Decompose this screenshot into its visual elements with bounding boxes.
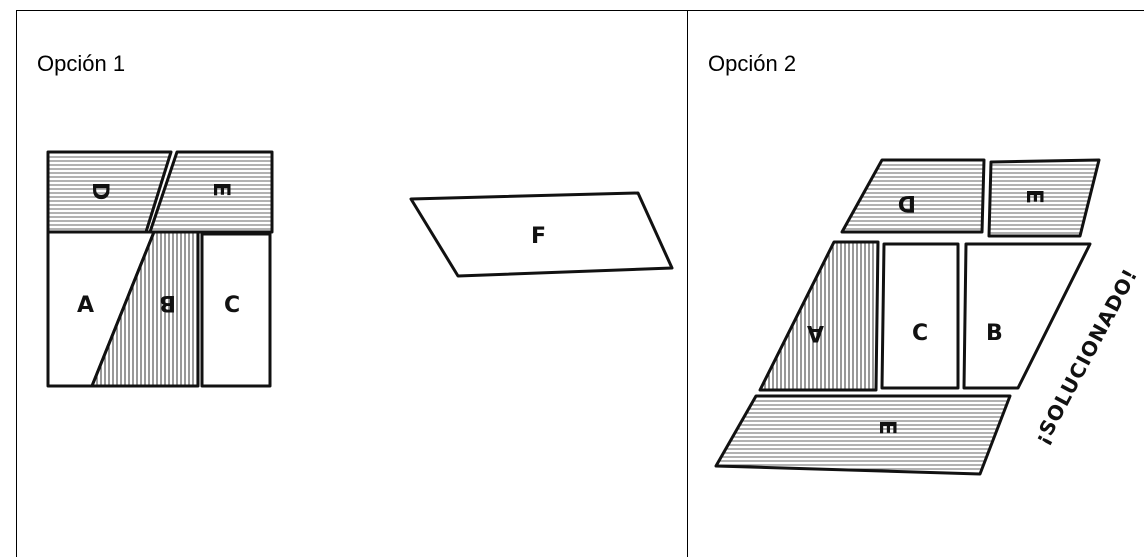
option-1-title: Opción 1 <box>37 51 126 76</box>
option-2-title: Opción 2 <box>708 51 797 76</box>
label-d-opt1: D <box>87 182 112 200</box>
label-b-opt2: B <box>986 321 1003 346</box>
label-a-opt1: A <box>77 293 94 318</box>
label-f: F <box>531 224 546 249</box>
option-2-parallelogram <box>714 158 1101 476</box>
piece-b-opt2 <box>962 242 1092 390</box>
label-c-opt2: C <box>912 321 928 346</box>
piece-a-opt2 <box>758 240 880 392</box>
piece-e <box>148 150 274 234</box>
piece-c <box>200 232 272 388</box>
piece-f <box>409 191 674 278</box>
label-b-opt1: B <box>159 290 176 315</box>
label-e-opt1: E <box>208 182 233 197</box>
option-2-cell: Opción 2 <box>687 10 1144 557</box>
piece-e-top-opt2 <box>987 158 1101 238</box>
label-c-opt1: C <box>224 293 240 318</box>
option-1-square <box>46 150 274 388</box>
piece-b <box>90 230 200 388</box>
option-1-cell: Opción 1 <box>16 10 687 557</box>
piece-d-opt2 <box>840 158 986 234</box>
label-a-opt2: A <box>807 320 824 345</box>
piece-c-opt2 <box>880 242 960 390</box>
piece-e-bottom-opt2 <box>714 394 1012 476</box>
label-e-bottom-opt2: E <box>874 420 899 435</box>
label-d-opt2: D <box>898 190 916 215</box>
label-e-top-opt2: E <box>1021 189 1046 204</box>
